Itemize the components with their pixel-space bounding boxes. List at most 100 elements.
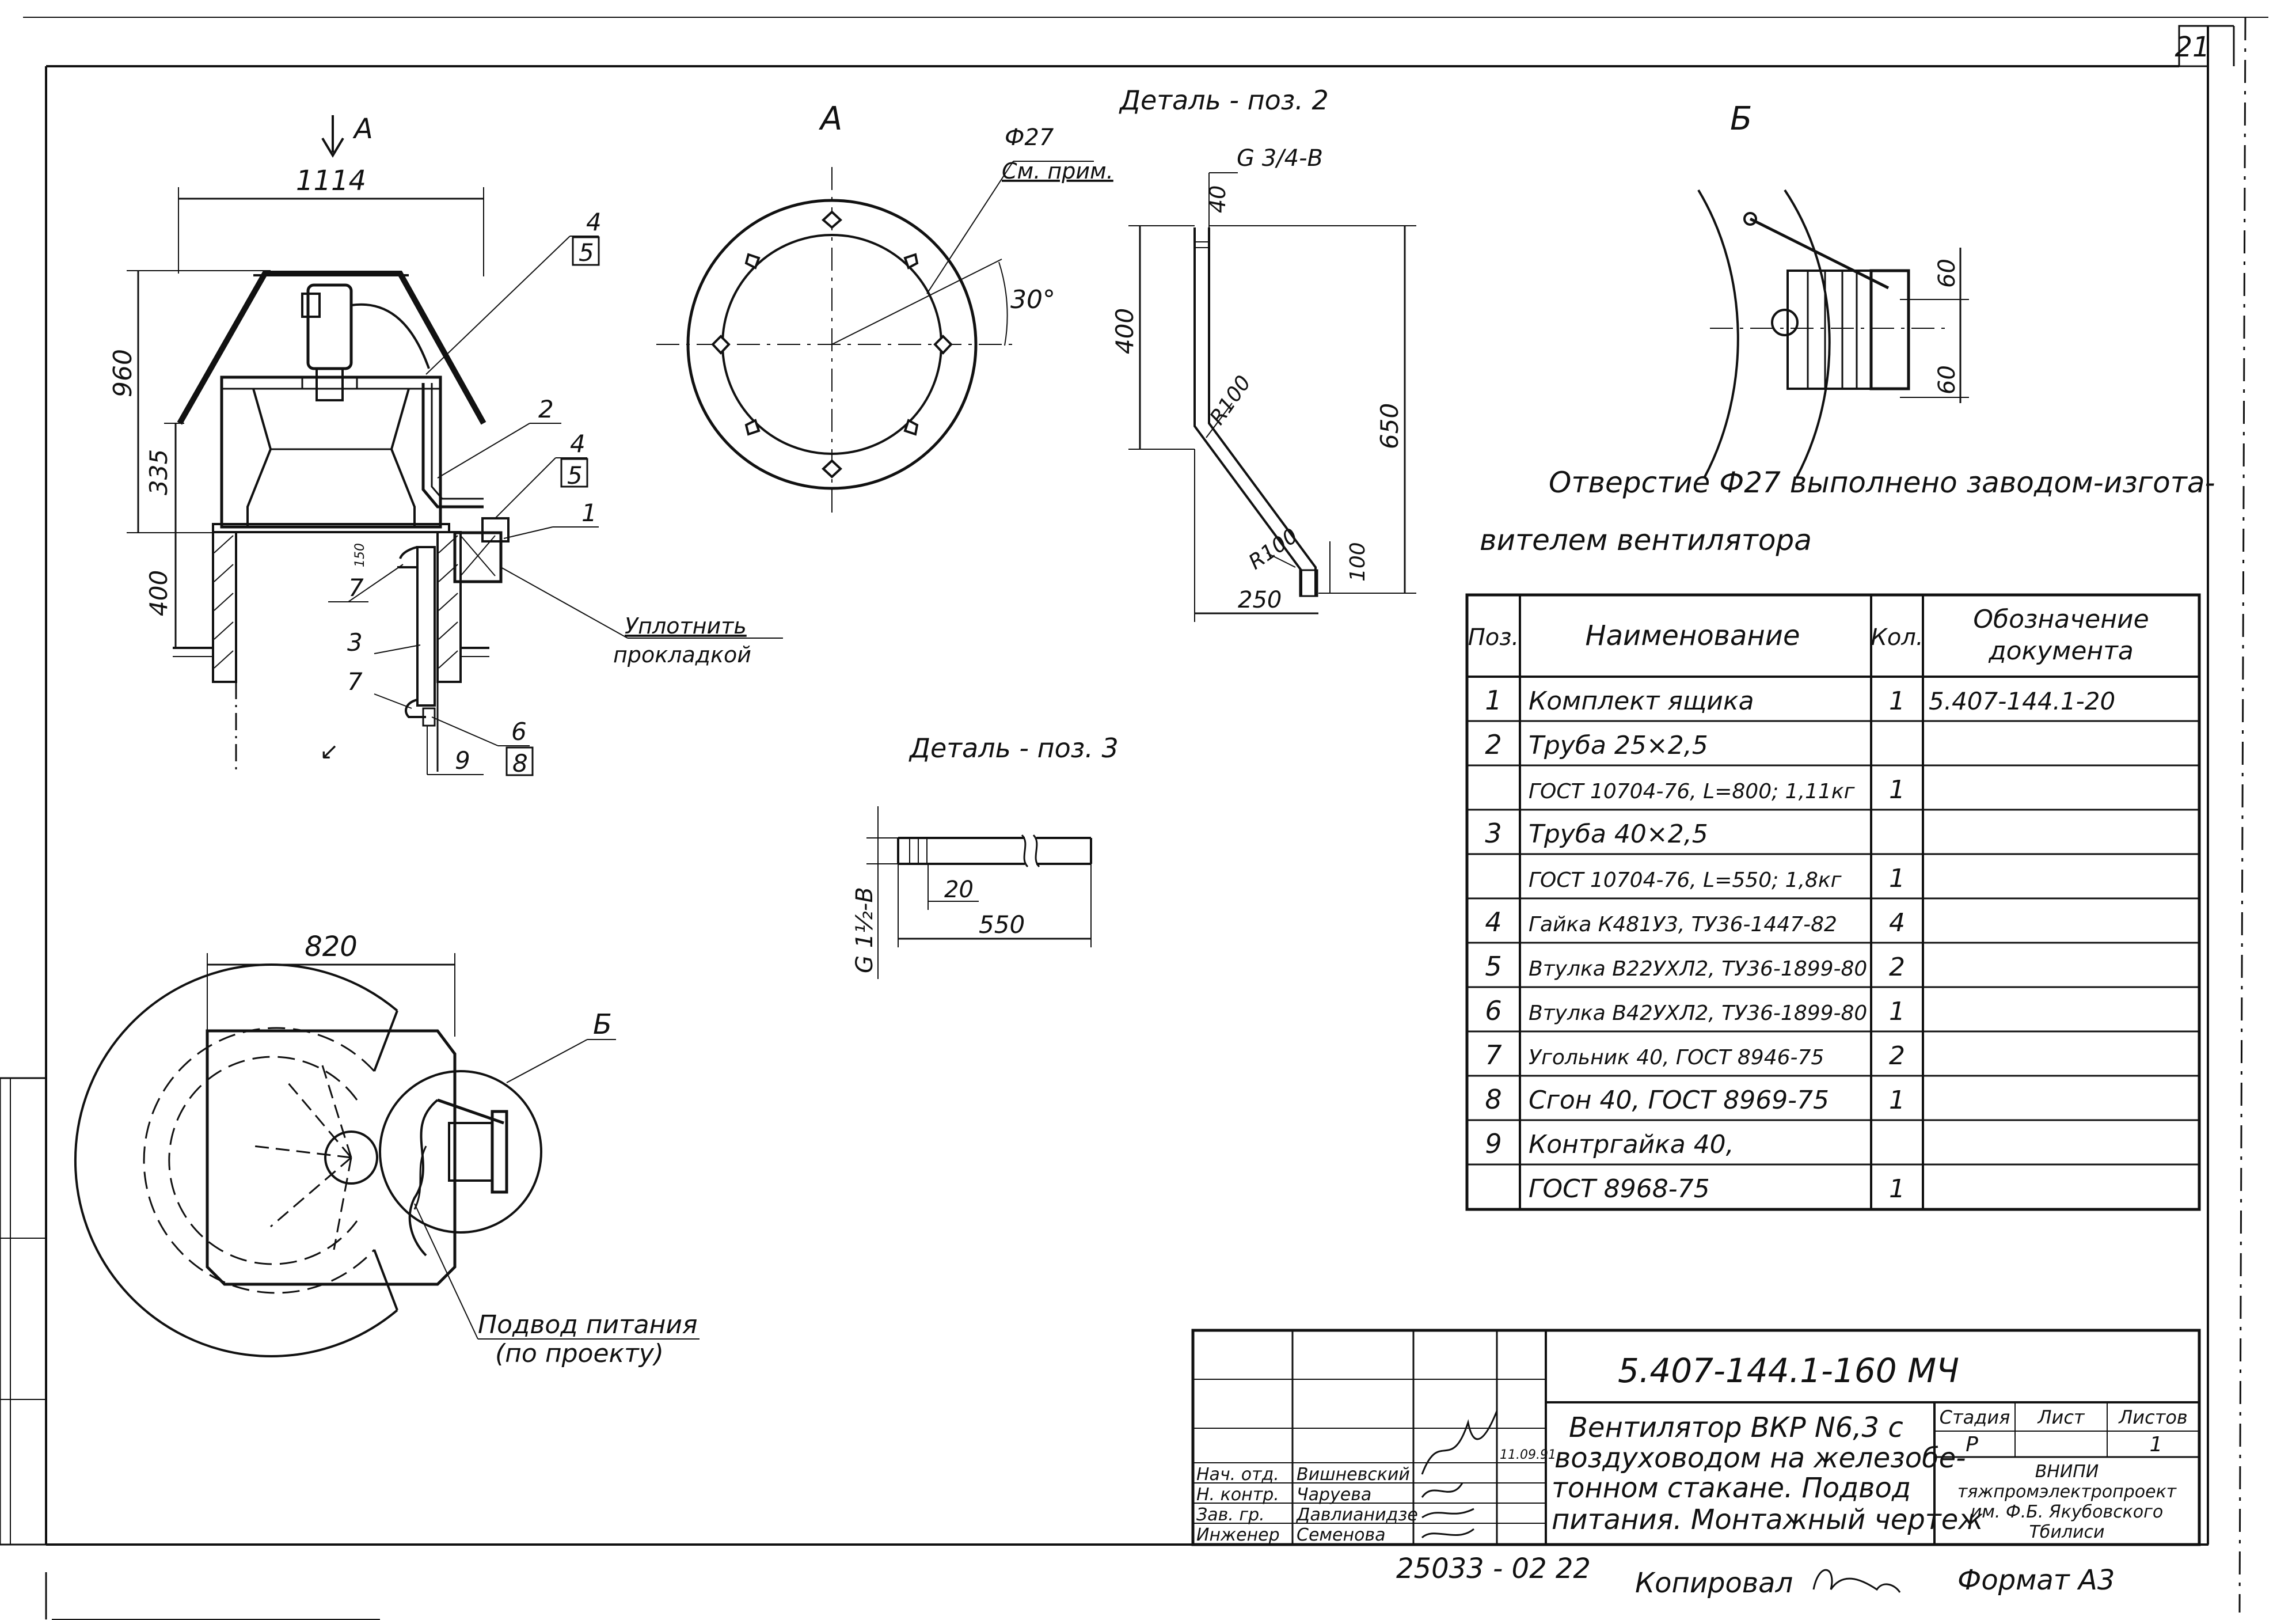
spec-cell-qty: 1: [1889, 686, 1905, 716]
spec-cell-name: ГОСТ 10704-76, L=550; 1,8кг: [1529, 868, 1842, 892]
org-line2: тяжпромэлектропроект: [1957, 1482, 2177, 1502]
svg-text:↙: ↙: [320, 738, 339, 765]
dim-hole-d27: Ф27: [1005, 124, 1054, 151]
title-person-name: Семенова: [1297, 1525, 1386, 1545]
spec-cell-name: Труба 40×2,5: [1529, 820, 1708, 849]
spec-cell-name: Втулка В22УХЛ2, ТУ36-1899-80: [1529, 957, 1867, 981]
dim-400: 400: [145, 570, 173, 616]
callout-8: 8: [512, 749, 528, 777]
callout-9: 9: [455, 746, 470, 775]
spec-cell-name: Втулка В42УХЛ2, ТУ36-1899-80: [1529, 1001, 1867, 1025]
seal-note-line2: прокладкой: [613, 642, 751, 667]
spec-header-pos: Поз.: [1468, 624, 1519, 651]
view-b-detail: Б 60 60: [1697, 100, 1969, 479]
callout-7b: 7: [347, 667, 363, 696]
title-role: Зав. гр.: [1196, 1505, 1265, 1525]
bottom-strip: 25033 - 02 22 Копировал Формат А3: [1396, 1553, 2115, 1599]
spec-cell-qty: 1: [1889, 997, 1905, 1026]
dim-d2-400: 400: [1111, 308, 1139, 354]
spec-cell-pos: 7: [1485, 1039, 1501, 1071]
detail-3-title: Деталь - поз. 3: [908, 733, 1119, 764]
spec-header-name: Наименование: [1585, 620, 1800, 652]
spec-cell-name: Труба 25×2,5: [1529, 731, 1708, 760]
dim-d2-250: 250: [1238, 587, 1282, 613]
title-line4: питания. Монтажный чертеж: [1552, 1504, 1983, 1536]
title-role: Н. контр.: [1196, 1485, 1279, 1505]
spec-header-doc-l1: Обозначение: [1973, 605, 2149, 634]
spec-cell-pos: 8: [1485, 1084, 1501, 1115]
view-a-label: А: [819, 100, 842, 138]
callout-b-label: Б: [593, 1008, 612, 1041]
callout-4b: 4: [570, 430, 586, 458]
spec-cell-pos: 1: [1485, 685, 1501, 716]
dim-b-60b: 60: [1934, 365, 1960, 394]
dim-thread-g34: G 3/4-В: [1237, 145, 1323, 172]
title-block: 5.407-144.1-160 МЧ Вентилятор ВКР N6,3 с…: [1191, 1329, 2201, 1546]
page-number: 21: [2175, 31, 2210, 63]
org-line4: Тбилиси: [2029, 1522, 2105, 1542]
spec-cell-pos: 5: [1485, 951, 1501, 982]
title-person-name: Вишневский: [1297, 1465, 1410, 1485]
spec-cell-name: Гайка К481У3, ТУ36-1447-82: [1529, 913, 1837, 936]
callout-4a: 4: [586, 208, 602, 236]
dim-d3-550: 550: [979, 910, 1025, 939]
title-role: Инженер: [1196, 1525, 1280, 1545]
specification-table: Поз. Наименование Кол. Обозначение докум…: [1465, 593, 2201, 1211]
dim-b-60a: 60: [1934, 259, 1960, 288]
spec-cell-qty: 1: [1889, 1086, 1905, 1115]
detail-pos-2: Деталь - поз. 2 G 3/4-В 40 400 650 R100 …: [1111, 85, 1416, 622]
detail-pos-3: Деталь - поз. 3 G 1½-В 20 550: [852, 733, 1119, 979]
spec-cell-pos: 2: [1485, 729, 1501, 760]
stage-label: Стадия: [1940, 1406, 2010, 1428]
spec-cell-qty: 1: [1889, 775, 1905, 805]
frame: 21: [0, 17, 2268, 1620]
org-line1: ВНИПИ: [2035, 1462, 2099, 1482]
spec-cell-qty: 1: [1889, 864, 1905, 893]
dim-d2-650: 650: [1375, 403, 1404, 449]
title-line1: Вентилятор ВКР N6,3 с: [1569, 1412, 1903, 1444]
dim-150: 150: [353, 543, 367, 567]
dim-960: 960: [108, 349, 138, 397]
dim-see-note: См. прим.: [1002, 158, 1113, 184]
note-line2: вителем вентилятора: [1480, 523, 1812, 557]
copied-by: Копировал: [1635, 1567, 1793, 1599]
ventilator-elevation-view: A 1114: [108, 113, 783, 777]
spec-cell-name: ГОСТ 8968-75: [1529, 1174, 1710, 1204]
callout-5a: 5: [579, 238, 594, 267]
format: Формат А3: [1957, 1564, 2115, 1596]
callout-6: 6: [511, 718, 527, 746]
note: Отверстие Ф27 выполнено заводом-изгота- …: [1480, 466, 2215, 557]
spec-cell-qty: 1: [1889, 1174, 1905, 1204]
archive-number: 25033 - 02 22: [1396, 1553, 1591, 1585]
spec-cell-name: Сгон 40, ГОСТ 8969-75: [1529, 1086, 1829, 1115]
dim-d2-40: 40: [1205, 185, 1230, 213]
spec-cell-pos: 4: [1485, 906, 1501, 938]
org-line3: им. Ф.Б. Якубовского: [1971, 1502, 2164, 1522]
spec-cell-name: Контргайка 40,: [1529, 1130, 1734, 1159]
title-line2: воздуховодом на железобе-: [1554, 1442, 1966, 1474]
callout-5b: 5: [567, 461, 583, 490]
power-note-line2: (по проекту): [495, 1339, 664, 1368]
spec-cell-name: Комплект ящика: [1529, 686, 1754, 716]
spec-cell-pos: 6: [1485, 995, 1501, 1026]
seal-note-line1: Уплотнить: [625, 613, 747, 639]
signatures: [1421, 1410, 1498, 1539]
sheet-label: Лист: [2037, 1406, 2085, 1428]
copier-signature: [1812, 1569, 1901, 1593]
spec-cell-doc: 5.407-144.1-20: [1929, 687, 2115, 715]
title-person-name: Давлианидзе: [1295, 1505, 1418, 1525]
spec-cell-qty: 2: [1889, 953, 1905, 982]
sheets-label: Листов: [2118, 1406, 2188, 1428]
plan-view: 820 Б Подвод питания (по проекту): [74, 931, 700, 1368]
spec-cell-pos: 3: [1485, 818, 1501, 849]
view-arrow-a-label: A: [352, 113, 373, 145]
dim-d2-100: 100: [1346, 542, 1370, 582]
doc-code: 5.407-144.1-160 МЧ: [1618, 1351, 1959, 1390]
sheets-value: 1: [2150, 1433, 2163, 1456]
callout-2: 2: [538, 395, 554, 423]
dim-d2-r100a: R100: [1206, 371, 1256, 429]
callout-1: 1: [581, 499, 597, 527]
dim-d3-g112: G 1½-В: [852, 887, 878, 973]
power-note-line1: Подвод питания: [478, 1310, 697, 1340]
callout-3: 3: [347, 628, 363, 657]
